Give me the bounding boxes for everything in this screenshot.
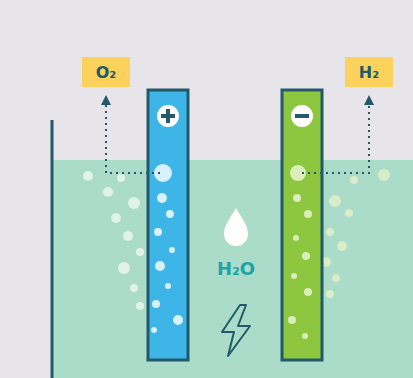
gas-name: H₂ xyxy=(359,63,379,82)
oxygen-bubbles xyxy=(83,171,144,310)
cathode-bubbles xyxy=(288,165,312,339)
minus-symbol xyxy=(291,105,313,127)
gas-name: O₂ xyxy=(96,63,117,82)
hydrogen-leader xyxy=(302,100,369,173)
anode xyxy=(148,90,188,360)
formula-label: H₂O xyxy=(217,258,255,279)
oxygen-leader xyxy=(106,100,160,173)
water xyxy=(52,160,413,378)
gas-label-box: H₂ xyxy=(345,57,393,87)
plus-symbol xyxy=(157,105,179,127)
gas-label-box: O₂ xyxy=(82,57,130,87)
container-wall xyxy=(51,120,54,378)
hydrogen-bubbles xyxy=(321,169,390,298)
water-drop xyxy=(224,208,248,246)
lightning-bolt xyxy=(222,305,250,356)
anode-bubbles xyxy=(151,164,183,333)
cathode xyxy=(282,90,322,360)
